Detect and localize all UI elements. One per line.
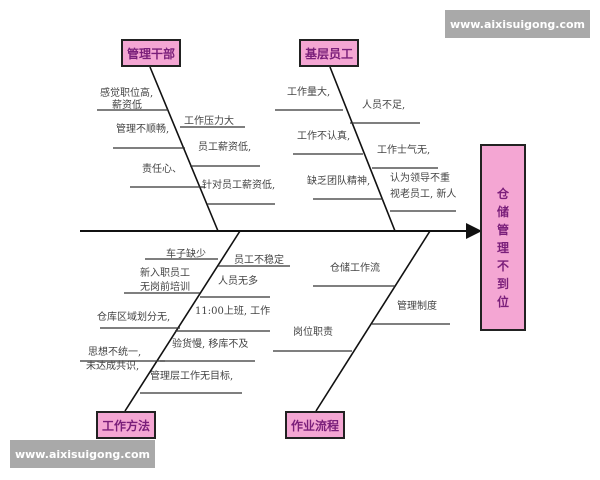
bone-management	[149, 66, 219, 232]
cause: 工作士气无,	[377, 143, 430, 156]
svg-text:不: 不	[497, 259, 509, 273]
cause: 视老员工, 新人	[390, 187, 456, 200]
watermark-bottom: www.aixisuigong.com	[10, 440, 155, 468]
cause: 车子缺少	[166, 247, 206, 260]
bone-method	[124, 230, 241, 412]
category-label-process: 作业流程	[291, 418, 339, 433]
cause: 新入职员工	[140, 266, 190, 279]
cause: 责任心、	[142, 162, 182, 175]
cause: 管理制度	[397, 299, 437, 312]
cause: 无岗前培训	[140, 280, 190, 293]
category-box-method	[96, 411, 156, 439]
category-box-staff	[299, 39, 359, 67]
category-label-management: 管理干部	[127, 46, 175, 61]
cause: 认为领导不重	[390, 171, 450, 184]
cause: 员工薪资低,	[198, 140, 251, 153]
bone-staff	[329, 66, 396, 232]
svg-text:储: 储	[497, 204, 509, 219]
cause: 人员不足,	[362, 99, 405, 111]
cause: 管理不顺畅,	[116, 122, 169, 135]
svg-text:到: 到	[497, 276, 509, 291]
cause: 员工不稳定	[234, 253, 284, 266]
category-label-staff: 基层员工	[304, 46, 353, 61]
cause: 岗位职责	[293, 325, 333, 338]
cause: 缺乏团队精神,	[307, 174, 370, 187]
svg-text:位: 位	[497, 294, 509, 309]
bone-process	[315, 230, 431, 412]
cause: 仓库区域划分无,	[97, 310, 170, 323]
cause: 人员无多	[218, 274, 258, 287]
svg-text:理: 理	[497, 241, 509, 255]
cause: 工作压力大	[184, 114, 234, 127]
cause: 薪资低	[112, 98, 142, 111]
svg-text:仓: 仓	[496, 186, 510, 201]
cause: 工作不认真,	[297, 129, 350, 142]
cause: 未达成共识,	[86, 360, 139, 372]
cause: 管理层工作无目标,	[150, 369, 233, 382]
category-box-process	[285, 411, 345, 439]
cause: 仓储工作流	[330, 261, 380, 274]
cause: 针对员工薪资低,	[202, 178, 275, 191]
category-label-method: 工作方法	[102, 418, 150, 433]
cause: 11:00上班, 工作	[195, 305, 270, 317]
cause: 感觉职位高,	[100, 86, 153, 99]
effect-box	[480, 144, 526, 331]
svg-text:管: 管	[497, 222, 509, 237]
cause: 验货慢, 移库不及	[172, 337, 248, 350]
category-box-management	[121, 39, 181, 67]
cause: 工作量大,	[287, 85, 330, 98]
cause: 思想不统一,	[88, 345, 141, 358]
watermark-top: www.aixisuigong.com	[445, 10, 590, 38]
effect-label: 仓 储 管 理 不 到 位	[496, 186, 510, 309]
